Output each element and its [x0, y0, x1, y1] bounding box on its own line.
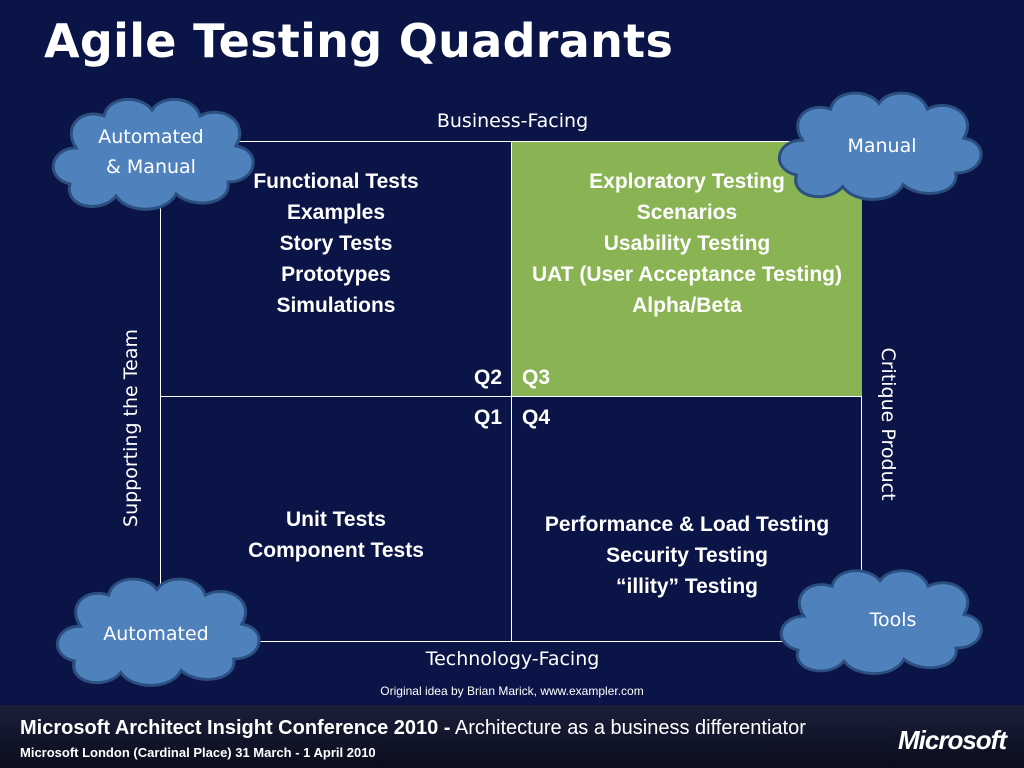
q3-item: Scenarios	[636, 200, 738, 224]
cloud-icon	[51, 97, 255, 211]
cloud-icon	[56, 577, 261, 687]
q4-item: Performance & Load Testing	[544, 513, 830, 536]
axis-label-business-facing: Business-Facing	[436, 110, 589, 132]
cloud-manual: Manual	[762, 84, 994, 204]
q1-item: Unit Tests	[286, 507, 386, 531]
cloud-automated-manual-text: Automated & Manual	[36, 90, 266, 218]
q2-item: Functional Tests	[253, 169, 419, 193]
cloud-tools: Tools	[764, 562, 994, 678]
cloud-automated: Automated	[40, 570, 272, 690]
cloud-text-line: & Manual	[106, 156, 196, 178]
slide-title: Agile Testing Quadrants	[44, 14, 674, 68]
cloud-automated-manual: Automated & Manual	[36, 90, 266, 214]
quadrant-q1: Unit Tests Component Tests Q1	[161, 397, 511, 642]
banner-tagline: Architecture as a business differentiato…	[454, 717, 806, 739]
q4-item: Security Testing	[606, 544, 768, 567]
q2-item: Prototypes	[281, 262, 391, 286]
quadrant-q2-label: Q2	[473, 366, 502, 389]
horizontal-divider	[161, 396, 861, 397]
microsoft-logo: Microsoft	[898, 725, 1007, 755]
quadrant-q3-label: Q3	[522, 366, 551, 389]
cloud-icon	[779, 569, 983, 675]
banner-conference: Microsoft Architect Insight Conference 2…	[20, 717, 451, 739]
quadrant-q1-label: Q1	[473, 406, 502, 429]
axis-label-supporting-the-team: Supporting the Team	[120, 329, 142, 527]
q3-item: Exploratory Testing	[589, 169, 785, 193]
q2-item: Story Tests	[279, 231, 393, 255]
cloud-manual-text: Manual	[847, 135, 917, 157]
q3-item: Alpha/Beta	[632, 293, 742, 317]
banner-headline: Microsoft Architect Insight Conference 2…	[20, 717, 806, 740]
quadrant-q4-label: Q4	[522, 406, 551, 429]
q1-item: Component Tests	[248, 538, 424, 562]
quadrant-q4: Performance & Load Testing Security Test…	[512, 397, 862, 642]
vertical-divider	[511, 142, 512, 641]
q3-item: Usability Testing	[603, 231, 771, 255]
q3-item: UAT (User Acceptance Testing)	[531, 262, 842, 286]
q4-item: “illity” Testing	[616, 575, 758, 598]
cloud-tools-text: Tools	[869, 609, 917, 631]
q2-item: Simulations	[276, 293, 396, 317]
conference-banner: Microsoft Architect Insight Conference 2…	[0, 705, 1024, 768]
quadrant-q1-list: Unit Tests Component Tests	[248, 504, 424, 566]
cloud-text-line: Automated	[98, 126, 204, 148]
quadrant-q3-list: Exploratory Testing Scenarios Usability …	[532, 166, 842, 321]
q2-item: Examples	[286, 200, 386, 224]
cloud-icon	[778, 91, 983, 201]
axis-label-technology-facing: Technology-Facing	[425, 648, 600, 670]
quadrant-q4-list: Performance & Load Testing Security Test…	[545, 509, 829, 602]
quadrant-q2: Functional Tests Examples Story Tests Pr…	[161, 142, 511, 396]
cloud-automated-text: Automated	[103, 623, 209, 645]
quadrant-q2-list: Functional Tests Examples Story Tests Pr…	[253, 166, 418, 321]
credit-note: Original idea by Brian Marick, www.examp…	[380, 684, 644, 698]
axis-label-critique-product: Critique Product	[877, 347, 899, 501]
banner-venue: Microsoft London (Cardinal Place) 31 Mar…	[20, 745, 376, 760]
